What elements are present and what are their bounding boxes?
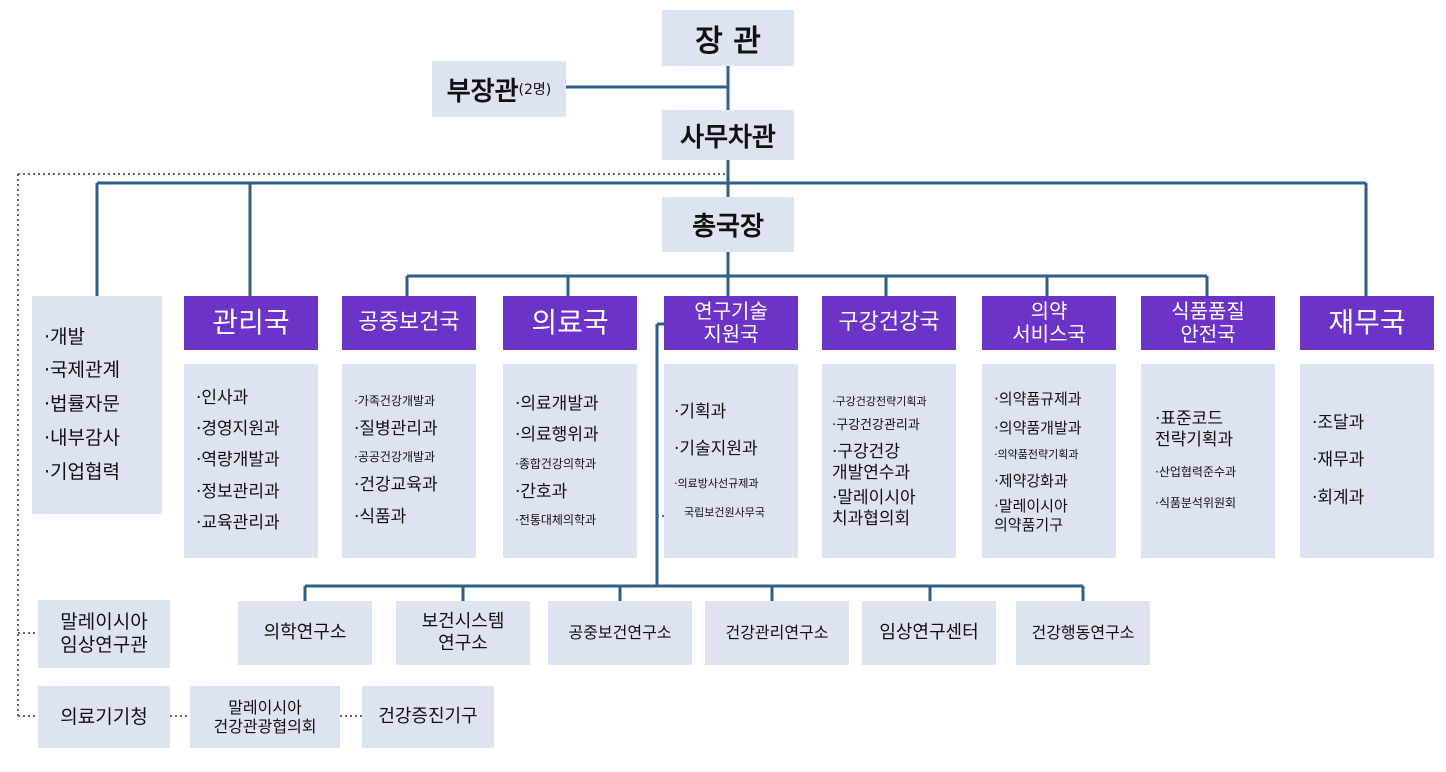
division-item: ·제약강화과 — [994, 471, 1068, 490]
division-item: ·의료개발과 — [515, 394, 599, 415]
unit-item: ·법률자문 — [44, 393, 120, 416]
health-tourism-council-box: 말레이시아 건강관광협의회 — [190, 686, 340, 748]
director-general-label: 총국장 — [692, 212, 764, 242]
institute-box: 건강행동연구소 — [1016, 601, 1150, 665]
unit-item: ·개발 — [44, 325, 85, 348]
division-item: ·의약품전략기획과 — [994, 447, 1079, 461]
deputy-minister-label: 부장관 — [446, 76, 519, 107]
institute-box: 건강관리연구소 — [705, 601, 849, 665]
division-item: ·구강건강 개발연수과 — [832, 441, 911, 483]
institute-label: 건강행동연구소 — [1031, 623, 1135, 643]
division-item: ·경영지원과 — [196, 419, 280, 440]
institute-label: 건강관리연구소 — [725, 623, 829, 643]
dept-name: 구강건강국 — [838, 310, 940, 336]
dept-list-pharmacy: ·의약품규제과 ·의약품개발과 ·의약품전략기획과 ·제약강화과 ·말레이시아 … — [982, 364, 1116, 558]
left-unit-panel: ·개발 ·국제관계 ·법률자문 ·내부감사 ·기업협력 — [32, 296, 162, 514]
dept-list-public-health: ·가족건강개발과 ·질병관리과 ·공공건강개발과 ·건강교육과 ·식품과 — [342, 364, 476, 558]
division-item: ·공공건강개발과 — [354, 450, 436, 465]
dept-name: 재무국 — [1328, 305, 1406, 339]
unit-item: ·내부감사 — [44, 426, 120, 449]
division-item: 국립보건원사무국 — [684, 506, 765, 520]
division-item: ·말레이시아 의약품기구 — [994, 497, 1068, 534]
division-item: ·식품분석위원회 — [1155, 496, 1237, 511]
agency-label: 말레이시아 임상연구관 — [60, 611, 148, 656]
division-item: ·구강건강전략기획과 — [832, 394, 927, 408]
division-item: ·조달과 — [1312, 413, 1365, 434]
dept-name: 연구기술 지원국 — [694, 299, 768, 346]
division-item: ·종합건강의학과 — [515, 456, 597, 471]
dept-name: 의약 서비스국 — [1012, 299, 1086, 346]
division-item: ·질병관리과 — [354, 419, 438, 440]
division-item: ·정보관리과 — [196, 481, 280, 502]
dept-header-oral-health: 구강건강국 — [822, 296, 956, 350]
secretary-general-label: 사무차관 — [680, 122, 776, 153]
agency-label: 의료기기청 — [60, 705, 148, 728]
division-item: ·구강건강관리과 — [832, 418, 920, 434]
division-item: ·교육관리과 — [196, 512, 280, 533]
dept-header-medical: 의료국 — [503, 296, 637, 350]
deputy-count-note: (2명) — [518, 82, 552, 98]
dept-name: 관리국 — [212, 305, 290, 339]
dept-name: 공중보건국 — [358, 310, 460, 336]
dept-name: 식품품질 안전국 — [1171, 299, 1245, 346]
director-general-box: 총국장 — [662, 197, 794, 252]
secretary-general-box: 사무차관 — [662, 110, 794, 160]
dept-name: 의료국 — [531, 305, 609, 339]
division-item: ·가족건강개발과 — [354, 394, 436, 409]
division-item: ·의약품규제과 — [994, 390, 1082, 409]
health-promotion-board-box: 건강증진기구 — [362, 686, 494, 748]
institute-box: 공중보건연구소 — [548, 601, 692, 665]
division-item: ·간호과 — [515, 481, 568, 502]
institute-label: 임상연구센터 — [879, 622, 979, 644]
division-item: ·회계과 — [1312, 487, 1365, 508]
division-item: ·기획과 — [674, 402, 727, 422]
clinical-research-agency-box: 말레이시아 임상연구관 — [38, 600, 170, 668]
institute-label: 의학연구소 — [263, 622, 347, 644]
division-item: ·식품과 — [354, 506, 407, 527]
dept-list-research: ·기획과 ·기술지원과 ·의료방사선규제과 국립보건원사무국 — [664, 364, 798, 558]
division-item: ·인사과 — [196, 387, 249, 408]
division-item: ·산업협력준수과 — [1155, 465, 1237, 480]
deputy-minister-box: 부장관(2명) — [432, 61, 566, 117]
institute-label: 공중보건연구소 — [568, 623, 672, 643]
minister-box: 장 관 — [662, 10, 794, 66]
division-item: ·재무과 — [1312, 450, 1365, 471]
division-item: ·기술지원과 — [674, 439, 758, 460]
unit-item: ·기업협력 — [44, 460, 120, 483]
dept-list-finance: ·조달과 ·재무과 ·회계과 — [1300, 364, 1434, 558]
division-item: ·역량개발과 — [196, 450, 280, 471]
dept-list-food-safety: ·표준코드 전략기획과 ·산업협력준수과 ·식품분석위원회 — [1141, 364, 1275, 558]
institute-box: 의학연구소 — [238, 601, 372, 665]
institute-box: 임상연구센터 — [862, 601, 996, 665]
unit-item: ·국제관계 — [44, 359, 120, 382]
agency-label: 건강증진기구 — [378, 706, 478, 728]
dept-header-public-health: 공중보건국 — [342, 296, 476, 350]
dept-header-management: 관리국 — [184, 296, 318, 350]
minister-label: 장 관 — [695, 24, 761, 59]
medical-device-authority-box: 의료기기청 — [38, 686, 170, 748]
division-item: ·의료방사선규제과 — [674, 476, 759, 490]
dept-header-pharmacy: 의약 서비스국 — [982, 296, 1116, 350]
institute-label: 보건시스템 연구소 — [421, 611, 505, 654]
dept-header-food-safety: 식품품질 안전국 — [1141, 296, 1275, 350]
division-item: ·전통대체의학과 — [515, 512, 597, 527]
division-item: ·건강교육과 — [354, 475, 438, 496]
division-item: ·말레이시아 치과협의회 — [832, 488, 916, 530]
dept-list-management: ·인사과 ·경영지원과 ·역량개발과 ·정보관리과 ·교육관리과 — [184, 364, 318, 558]
dept-header-research: 연구기술 지원국 — [664, 296, 798, 350]
division-item: ·표준코드 전략기획과 — [1155, 408, 1234, 450]
dept-list-oral-health: ·구강건강전략기획과 ·구강건강관리과 ·구강건강 개발연수과 ·말레이시아 치… — [822, 364, 956, 558]
division-item: ·의약품개발과 — [994, 419, 1082, 437]
dept-header-finance: 재무국 — [1300, 296, 1434, 350]
dept-list-medical: ·의료개발과 ·의료행위과 ·종합건강의학과 ·간호과 ·전통대체의학과 — [503, 364, 637, 558]
division-item: ·의료행위과 — [515, 425, 599, 446]
agency-label: 말레이시아 건강관광협의회 — [213, 697, 317, 736]
institute-box: 보건시스템 연구소 — [396, 601, 530, 665]
